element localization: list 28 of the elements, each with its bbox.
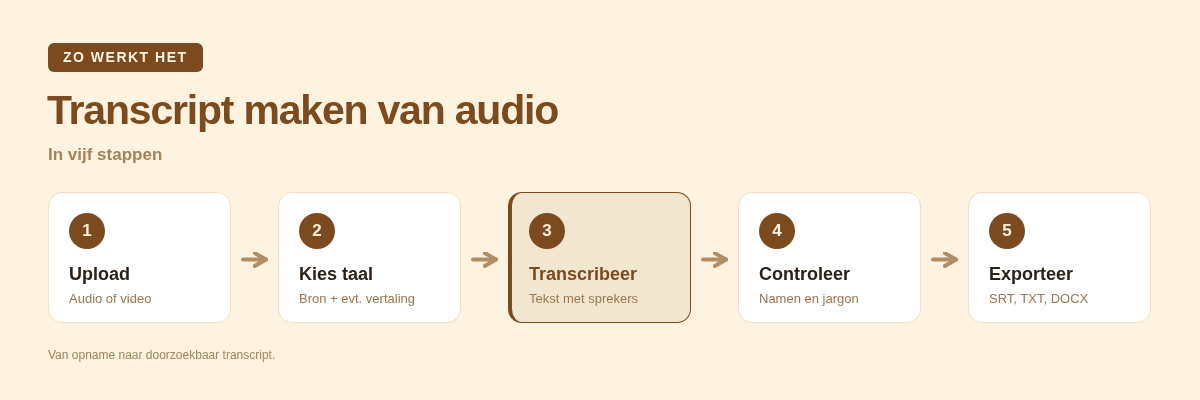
arrow bbox=[471, 251, 498, 268]
step-number: 4 bbox=[759, 213, 795, 249]
step-card bbox=[48, 192, 231, 323]
step-title: Kies taal bbox=[299, 263, 374, 286]
subtitle: In vijf stappen bbox=[48, 144, 163, 166]
step-title: Upload bbox=[69, 263, 130, 286]
step-number: 5 bbox=[989, 213, 1025, 249]
section-badge: ZO WERKT HET bbox=[48, 43, 203, 72]
step-card bbox=[508, 192, 691, 323]
step-number: 3 bbox=[529, 213, 565, 249]
step-title: Transcribeer bbox=[529, 263, 638, 286]
arrow bbox=[701, 251, 728, 268]
step-number: 1 bbox=[69, 213, 105, 249]
step-card bbox=[278, 192, 461, 323]
step-description: Bron + evt. vertaling bbox=[299, 290, 415, 308]
step-description: SRT, TXT, DOCX bbox=[989, 290, 1089, 308]
caption: Van opname naar doorzoekbaar transcript. bbox=[48, 347, 276, 364]
arrow bbox=[241, 251, 268, 268]
arrow bbox=[931, 251, 958, 268]
step-card bbox=[738, 192, 921, 323]
step-description: Tekst met sprekers bbox=[529, 290, 639, 308]
title: Transcript maken van audio bbox=[47, 86, 559, 135]
step-number: 2 bbox=[299, 213, 335, 249]
step-title: Exporteer bbox=[989, 263, 1074, 286]
step-description: Audio of video bbox=[69, 290, 152, 308]
step-description: Namen en jargon bbox=[759, 290, 859, 308]
step-title: Controleer bbox=[759, 263, 850, 286]
step-card bbox=[968, 192, 1151, 323]
